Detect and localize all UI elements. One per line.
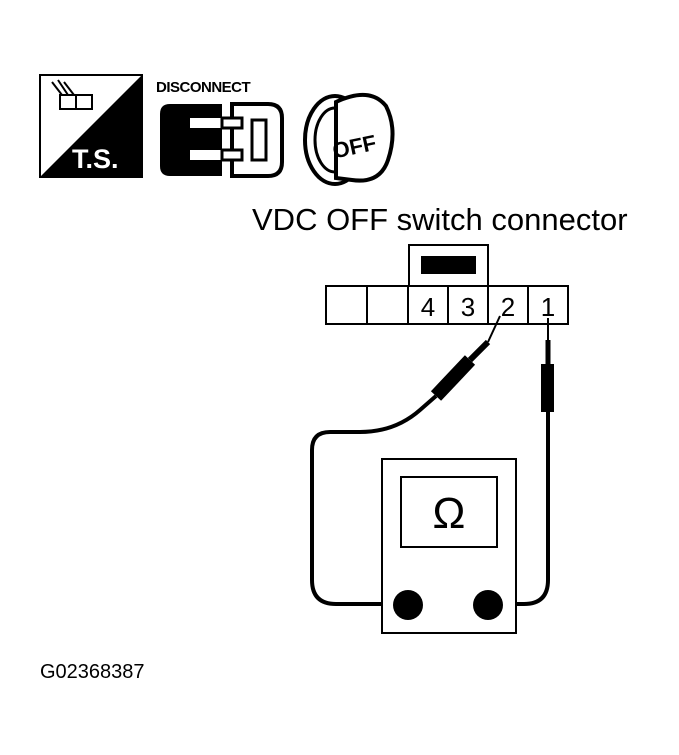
disconnect-connector-icon: DISCONNECT: [156, 79, 284, 178]
pin-label: 3: [461, 292, 475, 322]
connector: 4 3 2 1: [325, 244, 569, 325]
pin-label: 1: [541, 292, 555, 322]
pin-label: 4: [421, 292, 435, 322]
probe-pin-1: [500, 318, 554, 606]
meter-terminal-left: [393, 590, 423, 620]
meter-terminal-right: [473, 590, 503, 620]
diagram-title: VDC OFF switch connector: [252, 202, 628, 237]
disconnect-label: DISCONNECT: [156, 79, 251, 96]
ohmmeter: Ω: [381, 458, 517, 634]
ts-label: T.S.: [72, 144, 119, 174]
ts-icon: T.S.: [39, 74, 143, 178]
ignition-key-off-icon: OFF: [303, 93, 395, 186]
figure-id: G02368387: [40, 661, 145, 683]
probe-pin-2: [310, 315, 501, 606]
ohm-symbol: Ω: [433, 489, 466, 538]
meter-display: [400, 476, 498, 548]
pin-label: 2: [501, 292, 515, 322]
